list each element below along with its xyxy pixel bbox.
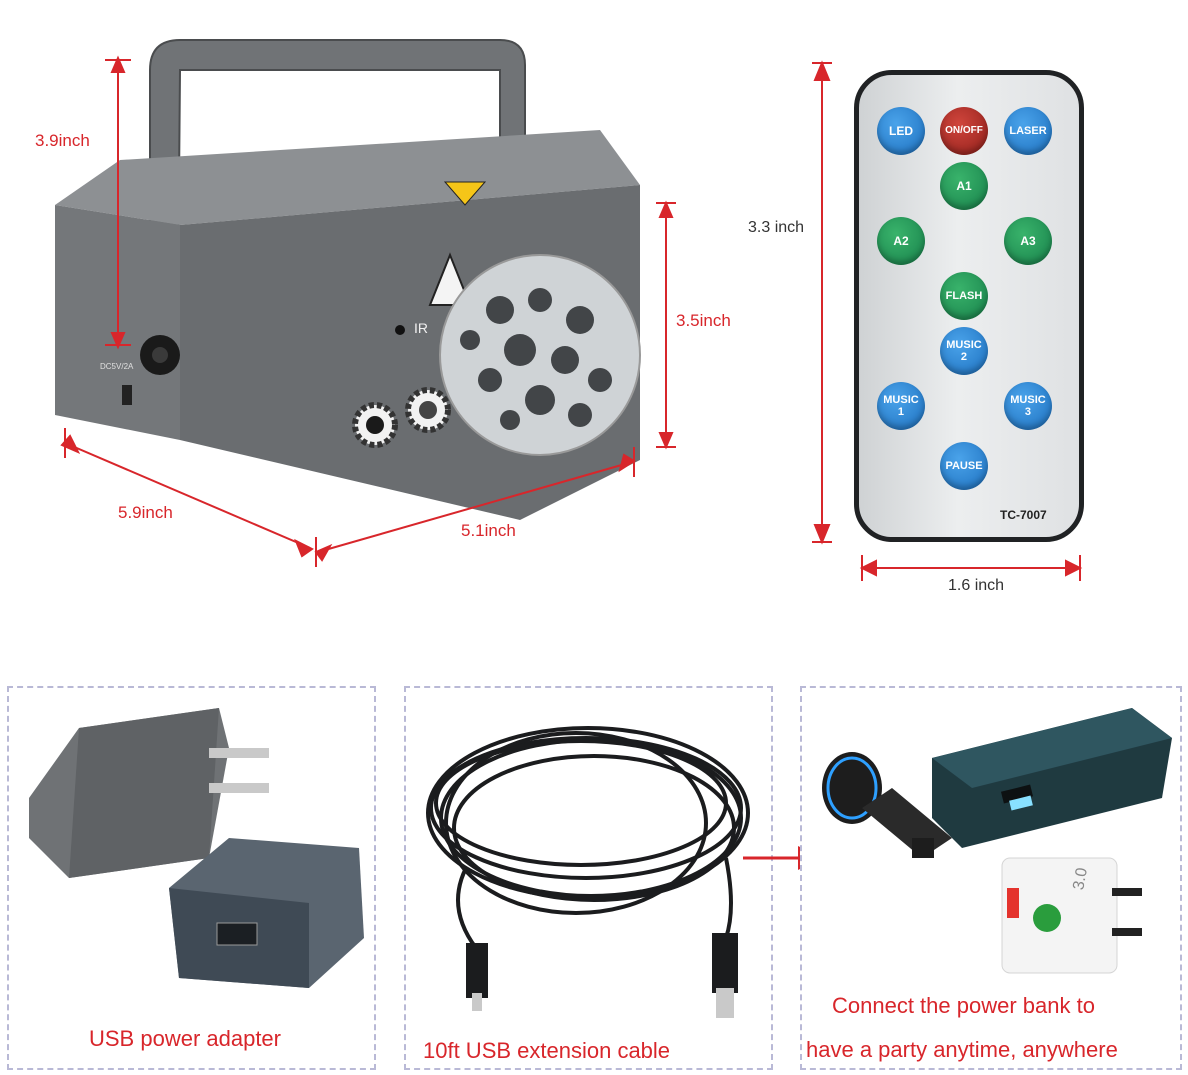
remote-dimension-arrows bbox=[812, 60, 1083, 581]
ir-label: IR bbox=[414, 320, 428, 336]
usb-plug bbox=[712, 933, 738, 993]
remote-width-label: 1.6 inch bbox=[948, 577, 1005, 594]
usb-adapter-image bbox=[29, 708, 364, 988]
powerbank-panel: 3.0 Connect the power bank to have a par… bbox=[800, 686, 1182, 1070]
usb-cable-image bbox=[426, 726, 750, 1018]
width-dimension-label: 5.1inch bbox=[461, 521, 516, 540]
power-button[interactable]: ON/OFF bbox=[940, 107, 988, 155]
plug-prong-bottom bbox=[209, 783, 269, 793]
adapter-caption: USB power adapter bbox=[89, 1026, 281, 1051]
flash-button[interactable]: FLASH bbox=[940, 272, 988, 320]
powerbank-caption-line2: have a party anytime, anywhere bbox=[806, 1037, 1118, 1062]
powerbank-caption-line1: Connect the power bank to bbox=[832, 993, 1095, 1018]
device-top bbox=[55, 130, 640, 225]
magic-ball-facets bbox=[460, 288, 612, 430]
laser-button[interactable]: LASER bbox=[1004, 107, 1052, 155]
adapter-panel: USB power adapter bbox=[7, 686, 376, 1070]
led-button[interactable]: LED bbox=[877, 107, 925, 155]
laser-warning-icon bbox=[443, 181, 487, 206]
port-label: DC5V/2A bbox=[100, 362, 134, 371]
product-illustration bbox=[55, 39, 676, 567]
cable-caption: 10ft USB extension cable bbox=[423, 1038, 671, 1063]
remote-height-label: 3.3 inch bbox=[748, 219, 805, 236]
car-charger bbox=[822, 752, 952, 858]
music2-button[interactable]: MUSIC 2 bbox=[940, 327, 988, 375]
dc-plug bbox=[466, 943, 488, 998]
front-height-dimension-label: 3.5inch bbox=[676, 311, 731, 330]
power-sources-image bbox=[822, 708, 1172, 974]
plug-prong-top bbox=[209, 748, 269, 758]
height-dimension-label: 3.9inch bbox=[35, 131, 90, 150]
music3-button[interactable]: MUSIC 3 bbox=[1004, 382, 1052, 430]
ir-sensor bbox=[395, 325, 405, 335]
music1-button[interactable]: MUSIC 1 bbox=[877, 382, 925, 430]
charger-qc-label: 3.0 bbox=[1070, 866, 1091, 892]
remote-model-label: TC-7007 bbox=[1000, 508, 1047, 522]
dc-port bbox=[122, 385, 132, 405]
cable-panel: 10ft USB extension cable bbox=[404, 686, 773, 1070]
pause-button[interactable]: PAUSE bbox=[940, 442, 988, 490]
a2-button[interactable]: A2 bbox=[877, 217, 925, 265]
a3-button[interactable]: A3 bbox=[1004, 217, 1052, 265]
laser-hazard-icon bbox=[428, 252, 472, 306]
magic-ball-lens bbox=[439, 254, 641, 456]
dimension-arrows bbox=[60, 55, 676, 567]
usb-port-icon bbox=[216, 922, 258, 946]
depth-dimension-label: 5.9inch bbox=[118, 503, 173, 522]
a1-button[interactable]: A1 bbox=[940, 162, 988, 210]
